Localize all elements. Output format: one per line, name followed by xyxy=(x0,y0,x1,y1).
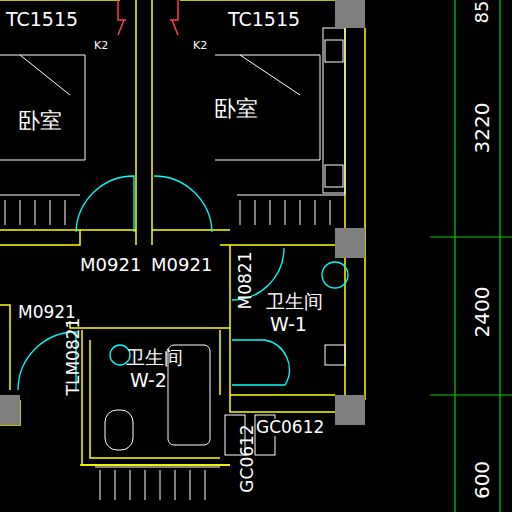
wardrobe-hatching xyxy=(0,195,345,500)
door-code: GC0612 xyxy=(239,424,256,492)
dimension: 3220 xyxy=(472,103,492,154)
room: 卧室 xyxy=(214,98,258,120)
window-mark: K2 xyxy=(94,40,108,51)
room-code: W-2 xyxy=(130,371,183,390)
door-code: TLM0821 xyxy=(65,317,82,395)
door-code: M0921 xyxy=(151,256,212,274)
window-code: TC1515 xyxy=(6,10,78,29)
door-code: GC0612 xyxy=(256,419,324,436)
dimension: 2400 xyxy=(472,287,492,338)
room: 卫生间 W-1 xyxy=(262,292,323,334)
door-code: M0821 xyxy=(238,251,255,309)
door-code: M0921 xyxy=(80,256,141,274)
room: 卫生间 W-2 xyxy=(122,348,183,390)
room-name: 卧室 xyxy=(18,110,62,132)
room-name: 卫生间 xyxy=(266,292,323,311)
dimension: 600 xyxy=(472,461,492,499)
room-name: 卫生间 xyxy=(126,348,183,367)
room: 卧室 xyxy=(18,110,62,132)
dimension: 85 xyxy=(473,1,491,24)
room-code: W-1 xyxy=(270,315,323,334)
window-mark: K2 xyxy=(193,40,207,51)
room-name: 卧室 xyxy=(214,98,258,120)
window-code: TC1515 xyxy=(228,10,300,29)
